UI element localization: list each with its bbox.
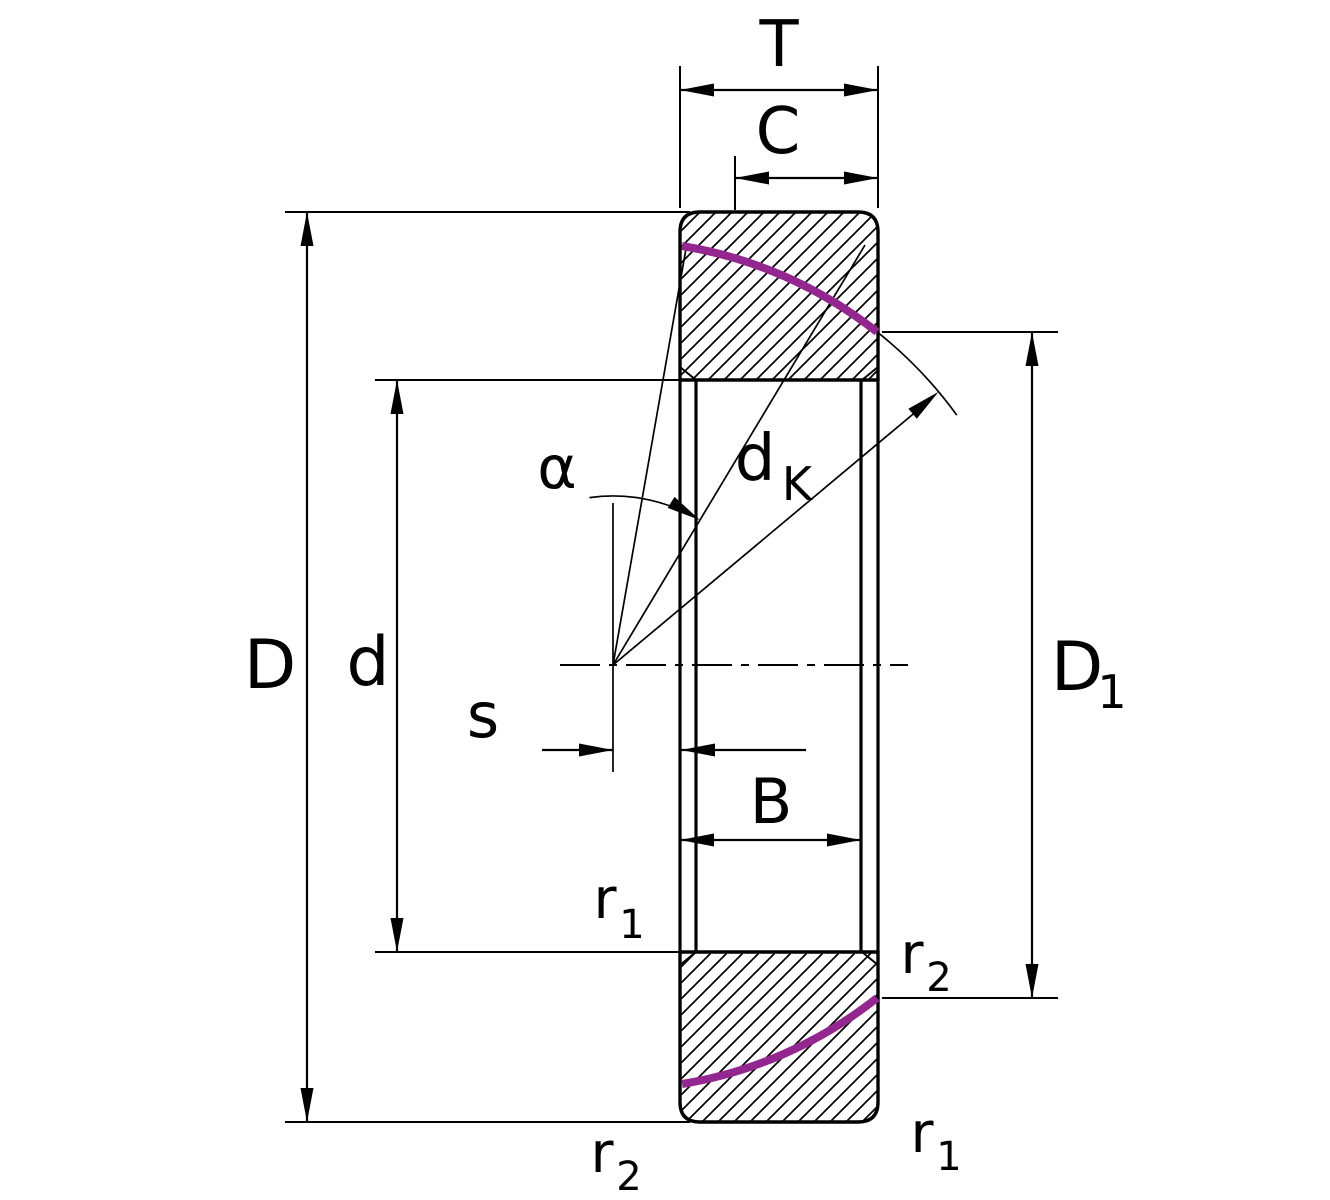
label-sphere-diameter-sub: K xyxy=(782,457,814,511)
sliding-surfaces xyxy=(681,242,880,1088)
arrowhead xyxy=(300,1088,314,1122)
arrowhead xyxy=(680,83,714,97)
sliding-surface-upper xyxy=(681,242,880,336)
label-radius-r2-bore-right: r xyxy=(900,922,924,987)
sliding-surface-lower xyxy=(681,994,880,1088)
label-radius-r1-bore-left-sub: 1 xyxy=(619,902,644,948)
label-raceway-diameter: D xyxy=(1051,628,1103,707)
label-sphere-diameter: d xyxy=(735,422,776,496)
chamfer-upper-right xyxy=(861,366,879,381)
arrowhead xyxy=(300,212,314,246)
label-radius-r1-outer-right: r xyxy=(910,1101,934,1166)
labels: T C D d D 1 d K s B α r 1 r 2 r 1 r 2 xyxy=(244,8,1127,1200)
construction-lines xyxy=(560,242,958,772)
chamfer-lower-right xyxy=(861,951,879,966)
arrowhead xyxy=(1025,964,1039,998)
label-radius-r2-outer-left: r xyxy=(590,1121,614,1186)
label-center-offset: s xyxy=(467,679,499,752)
label-raceway-diameter-sub: 1 xyxy=(1097,665,1126,719)
arrowhead xyxy=(680,833,714,847)
dimension-center-offset-s xyxy=(542,743,806,757)
label-outer-diameter: D xyxy=(244,626,296,705)
label-outer-ring-width: C xyxy=(756,95,801,169)
label-contact-angle: α xyxy=(537,433,577,503)
chamfer-upper-left xyxy=(679,366,697,381)
label-radius-r1-outer-right-sub: 1 xyxy=(936,1134,961,1180)
label-radius-r1-bore-left: r xyxy=(593,867,617,932)
dimension-inner-ring-width-B xyxy=(680,833,861,847)
alpha-line-right xyxy=(612,244,866,666)
arrowhead xyxy=(390,918,404,952)
arrowhead xyxy=(844,83,878,97)
label-total-width: T xyxy=(758,8,799,82)
bearing-part xyxy=(678,210,880,1124)
dimension-bore-diameter-d xyxy=(375,379,692,953)
arrowhead xyxy=(908,391,939,419)
upper-ring-section xyxy=(678,210,880,382)
arrowhead xyxy=(667,496,700,521)
dimension-total-width-T xyxy=(679,66,879,208)
dimension-outer-diameter-D xyxy=(285,211,690,1123)
label-inner-ring-width: B xyxy=(750,765,793,838)
arrowhead xyxy=(1025,332,1039,366)
label-radius-r2-bore-right-sub: 2 xyxy=(926,955,951,1001)
dimension-raceway-diameter-D1 xyxy=(882,331,1058,999)
lower-ring-section xyxy=(678,950,880,1124)
arrowhead xyxy=(681,743,715,757)
chamfer-lower-left xyxy=(679,951,697,966)
label-bore-diameter: d xyxy=(346,623,389,702)
arrowhead xyxy=(844,171,878,185)
arrowhead xyxy=(735,171,769,185)
dimension-outer-ring-width-C xyxy=(734,156,878,210)
dimension-contact-angle-alpha xyxy=(589,495,700,521)
arrowhead xyxy=(390,380,404,414)
dimension-sphere-diameter-dK xyxy=(612,391,939,666)
label-radius-r2-outer-left-sub: 2 xyxy=(616,1154,641,1200)
alpha-line-left xyxy=(612,242,688,666)
arrowhead xyxy=(827,833,861,847)
arrowhead xyxy=(579,743,613,757)
